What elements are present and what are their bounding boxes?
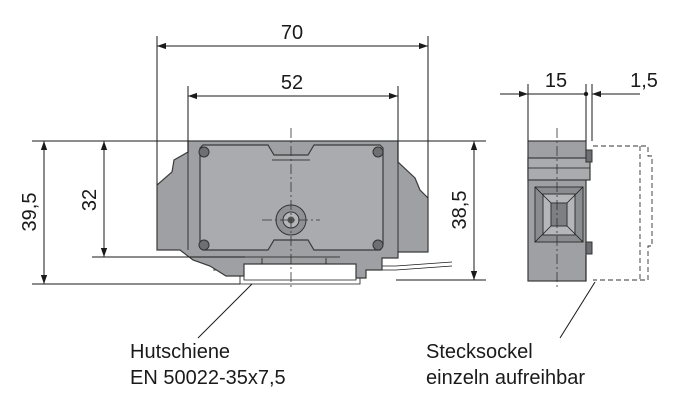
din-rail	[213, 261, 453, 285]
side-view	[527, 128, 653, 290]
corner-hole-bl	[198, 239, 210, 251]
dim-32: 32	[79, 141, 245, 258]
socket-caption-line1: Stecksockel	[426, 341, 533, 363]
corner-hole-br	[372, 239, 384, 251]
rail-leader-line	[197, 283, 253, 339]
side-latch	[527, 157, 591, 181]
dim-15: 15 1,5	[500, 70, 658, 141]
front-view	[156, 128, 453, 290]
socket-caption-line2: einzeln aufreihbar	[426, 367, 585, 389]
corner-hole-tl	[198, 146, 210, 158]
dim-32-label: 32	[79, 189, 101, 211]
dim-38-5-label: 38,5	[449, 191, 471, 230]
rail-caption-line2: EN 50022-35x7,5	[130, 367, 286, 389]
dim-70: 70	[156, 22, 429, 198]
plug-frame	[534, 186, 584, 243]
dim-1-5-label: 1,5	[630, 70, 658, 92]
dim-39-5-label: 39,5	[19, 193, 41, 232]
dim-52-label: 52	[281, 72, 303, 94]
clip-bottom	[585, 241, 593, 255]
dim-38-5: 38,5	[396, 140, 486, 281]
clip-top	[585, 149, 593, 163]
neighbour-socket-outline	[593, 145, 653, 281]
dim-39-5: 39,5	[19, 140, 240, 285]
dim-52: 52	[187, 72, 399, 162]
socket-leader-line	[559, 281, 596, 339]
rail-caption-line1: Hutschiene	[130, 341, 230, 363]
corner-hole-tr	[372, 146, 384, 158]
dim-70-label: 70	[281, 22, 303, 44]
dim-15-label: 15	[545, 70, 567, 92]
